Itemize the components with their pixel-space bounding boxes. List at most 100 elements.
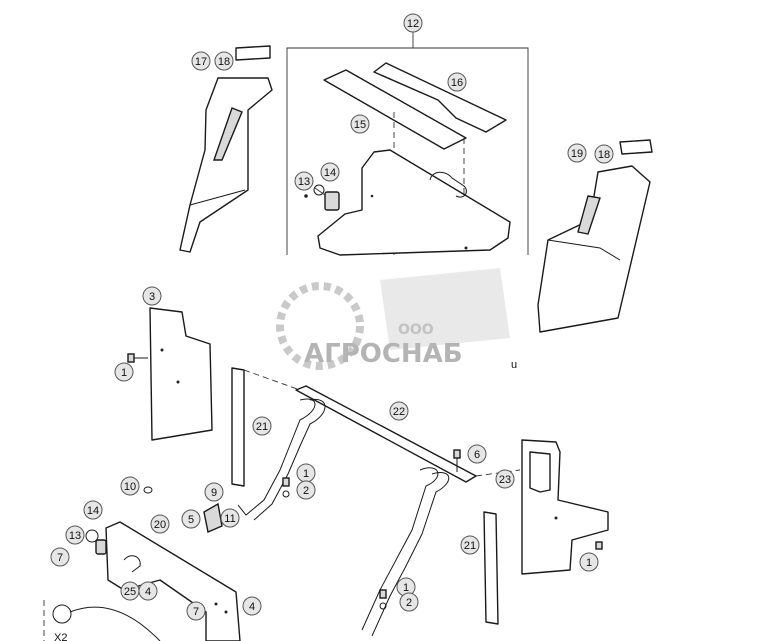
callout-number: 12	[407, 18, 419, 30]
callout-number: 6	[474, 449, 480, 461]
callout-number: 1	[586, 557, 592, 569]
part-18-pad-right	[619, 139, 653, 155]
part-23-plate	[521, 439, 609, 575]
callout-circle	[460, 535, 480, 555]
callout-circle	[220, 508, 240, 528]
callout-number: 3	[149, 291, 155, 303]
callout-5: 5	[181, 509, 201, 529]
callout-number: 7	[193, 606, 199, 618]
callout-number: 22	[393, 406, 405, 418]
callout-6: 6	[467, 444, 487, 464]
callout-3: 3	[142, 286, 162, 306]
callout-circle	[579, 552, 599, 572]
callout-number: 2	[303, 485, 309, 497]
callout-number: 18	[598, 149, 610, 161]
callout-7: 7	[50, 547, 70, 567]
callout-circle	[204, 482, 224, 502]
callout-14: 14	[83, 500, 103, 520]
callout-13: 13	[65, 525, 85, 545]
callout-16: 16	[447, 72, 467, 92]
callout-14: 14	[320, 162, 340, 182]
callout-9: 9	[204, 482, 224, 502]
callout-15: 15	[350, 114, 370, 134]
part-16-panel	[373, 62, 507, 133]
callout-circle	[389, 401, 409, 421]
callout-circle	[403, 13, 423, 33]
callout-number: 4	[249, 601, 255, 613]
callout-circle	[399, 592, 419, 612]
part-18-pad-left	[235, 45, 271, 61]
callout-number: 25	[124, 586, 136, 598]
callout-18: 18	[214, 51, 234, 71]
callout-13: 13	[294, 171, 314, 191]
callout-circle	[65, 525, 85, 545]
callout-circle	[150, 514, 170, 534]
callout-circle	[252, 416, 272, 436]
callout-18: 18	[594, 144, 614, 164]
connector-x2: X2	[43, 600, 161, 641]
bolt-1-left	[127, 353, 148, 363]
callout-21: 21	[460, 535, 480, 555]
callout-number: 14	[324, 167, 336, 179]
callout-number: 4	[145, 586, 151, 598]
callout-circle	[114, 362, 134, 382]
callout-circle	[594, 144, 614, 164]
callout-4: 4	[242, 596, 262, 616]
part-17-side-panel	[179, 77, 273, 253]
callout-4: 4	[138, 581, 158, 601]
callout-number: 13	[69, 530, 81, 542]
part-15-plate	[323, 69, 467, 150]
fragment-label: X2	[54, 632, 67, 641]
callout-19: 19	[567, 143, 587, 163]
o-ring-10	[143, 486, 153, 494]
callout-7: 7	[186, 601, 206, 621]
callout-circle	[50, 547, 70, 567]
callout-25: 25	[120, 581, 140, 601]
callout-number: 20	[154, 519, 166, 531]
callout-number: 7	[57, 552, 63, 564]
callout-circle	[467, 444, 487, 464]
callout-circle	[138, 581, 158, 601]
watermark-suffix: u	[511, 359, 517, 371]
part-21-strip-right	[483, 511, 499, 625]
fitting-14-lower	[85, 529, 107, 555]
callout-circle	[186, 601, 206, 621]
callout-2: 2	[399, 592, 419, 612]
callout-number: 1	[121, 367, 127, 379]
callout-1: 1	[396, 577, 416, 597]
bolt-6	[453, 449, 461, 472]
callout-number: 18	[218, 56, 230, 68]
callout-circle	[120, 476, 140, 496]
agrosnab-watermark: ООО АГРОСНАБ	[276, 268, 510, 370]
callout-circle	[214, 51, 234, 71]
callout-circle	[191, 51, 211, 71]
callout-circle	[242, 596, 262, 616]
callout-number: 10	[124, 481, 136, 493]
callout-1: 1	[114, 362, 134, 382]
part-21-strip-left	[231, 367, 301, 487]
callout-number: 15	[354, 119, 366, 131]
callout-circle	[142, 286, 162, 306]
callout-20: 20	[150, 514, 170, 534]
callout-1: 1	[296, 463, 316, 483]
callout-number: 23	[499, 474, 511, 486]
callout-number: 1	[303, 468, 309, 480]
callout-23: 23	[495, 469, 515, 489]
callout-number: 16	[451, 77, 463, 89]
callout-number: 21	[464, 540, 476, 552]
callout-circle	[447, 72, 467, 92]
part-3-plate	[149, 307, 213, 441]
callout-number: 13	[298, 176, 310, 188]
callout-number: 5	[188, 514, 194, 526]
fitting-13-14-top	[304, 184, 340, 211]
callout-number: 9	[211, 487, 217, 499]
part-9-bracket	[203, 502, 223, 533]
watermark-prefix: ООО	[398, 322, 434, 338]
callout-number: 2	[406, 597, 412, 609]
seat-base-housing	[317, 149, 511, 256]
callout-circle	[350, 114, 370, 134]
callout-circle	[83, 500, 103, 520]
